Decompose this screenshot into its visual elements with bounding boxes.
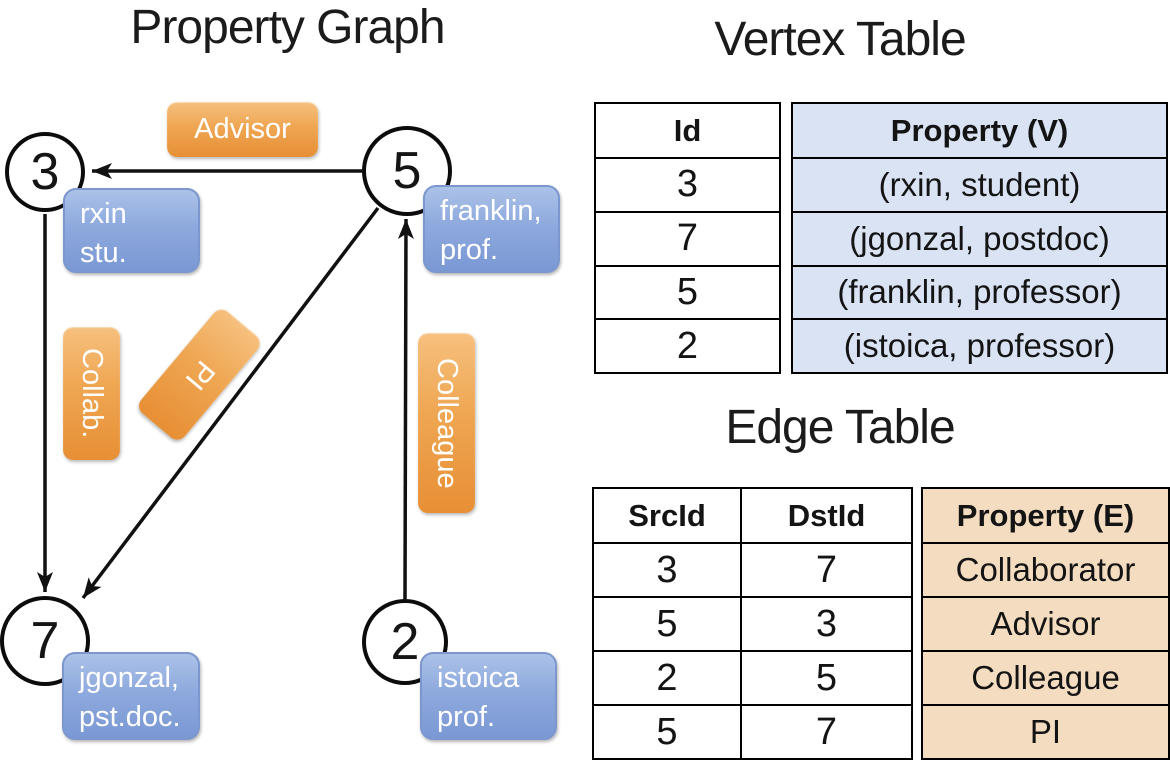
edge-row-dst: 3 (815, 602, 838, 645)
node-id: 5 (392, 142, 422, 200)
edge-dst-header: DstId (787, 497, 866, 533)
vertex-table-property-column: Property (V) (rxin, student) (jgonzal, p… (791, 102, 1168, 374)
edge-2-5-colleague-line (397, 218, 414, 600)
node-id: 7 (30, 612, 60, 670)
edge-row-property: Collaborator (923, 542, 1168, 596)
property-graph-title: Property Graph (130, 1, 445, 54)
edge-label-colleague: Colleague (418, 333, 475, 513)
vertex-property-line: prof. (437, 701, 496, 733)
vertex-table-id-column: Id 3 7 5 2 (594, 102, 781, 374)
vertex-property-box-jgonzal: jgonzal, pst.doc. (62, 652, 200, 740)
node-id: 3 (30, 143, 60, 201)
vertex-property-header: Property (V) (890, 112, 1069, 148)
node-id: 2 (390, 613, 420, 671)
edge-src-header: SrcId (594, 489, 742, 542)
vertex-property-box-rxin: rxin stu. (63, 188, 200, 273)
edge-row-src: 2 (594, 652, 742, 704)
vertex-property-line: rxin (80, 198, 127, 230)
edge-row-src: 5 (594, 598, 742, 650)
vertex-property-line: jgonzal, (79, 662, 179, 694)
graph-node-2: 2 (362, 599, 448, 685)
vertex-property-box-istoica: istoica prof. (420, 652, 557, 740)
vertex-row-id: 7 (596, 210, 779, 265)
vertex-row-id: 2 (596, 318, 779, 372)
vertex-row-id: 3 (596, 157, 779, 211)
vertex-id-header: Id (673, 112, 702, 148)
vertex-row-property: (rxin, student) (793, 157, 1166, 211)
graph-node-5: 5 (362, 126, 452, 216)
edge-table-row: 5 3 (594, 596, 911, 650)
edge-table-id-columns: SrcId DstId 3 7 5 3 2 5 5 7 (592, 487, 913, 760)
edge-row-property: Colleague (923, 650, 1168, 704)
edge-row-property: Advisor (923, 596, 1168, 650)
edge-table-header-row: SrcId DstId (594, 489, 911, 542)
graph-edges (37, 163, 414, 600)
vertex-row-property: (istoica, professor) (793, 318, 1166, 372)
edge-row-dst: 7 (815, 710, 838, 753)
edge-table-property-column: Property (E) Collaborator Advisor Collea… (921, 487, 1170, 760)
edge-label-advisor: Advisor (167, 102, 318, 157)
edge-row-dst: 7 (815, 548, 838, 591)
vertex-property-line: stu. (80, 237, 127, 269)
vertex-table-title: Vertex Table (714, 13, 966, 66)
edge-row-src: 3 (594, 544, 742, 596)
edge-property-header: Property (E) (956, 497, 1135, 533)
edge-row-dst: 5 (815, 656, 838, 699)
edge-table-row: 3 7 (594, 542, 911, 596)
vertex-property-line: franklin, (440, 195, 542, 227)
edge-5-7-pi-line (81, 206, 380, 600)
edge-row-src: 5 (594, 706, 742, 758)
vertex-row-id: 5 (596, 264, 779, 319)
edge-table-row: 2 5 (594, 650, 911, 704)
edge-table-row: 5 7 (594, 704, 911, 758)
vertex-property-line: pst.doc. (79, 701, 181, 733)
edge-label-collab: Collab. (63, 327, 120, 460)
vertex-row-property: (jgonzal, postdoc) (793, 210, 1166, 265)
edge-table-title: Edge Table (725, 401, 955, 454)
vertex-property-line: istoica (437, 662, 520, 694)
edge-row-property: PI (923, 704, 1168, 758)
vertex-property-line: prof. (440, 234, 499, 266)
vertex-property-box-franklin: franklin, prof. (423, 185, 560, 273)
vertex-row-property: (franklin, professor) (793, 264, 1166, 319)
